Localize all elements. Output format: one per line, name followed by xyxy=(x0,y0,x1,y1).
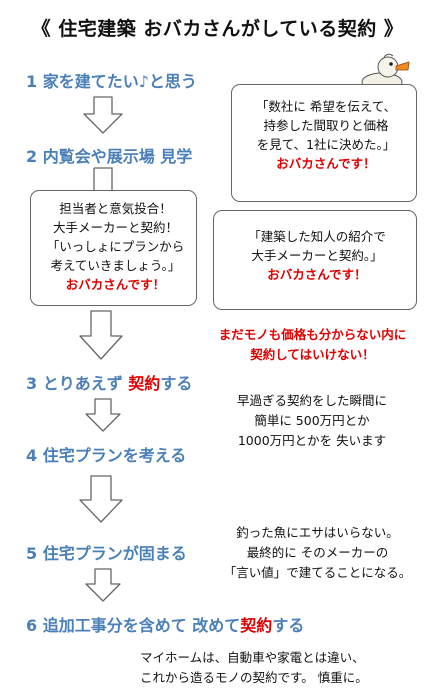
step-5-label: 住宅プランが固まる xyxy=(42,544,187,563)
quote-box-showroom: 担当者と意気投合！ 大手メーカーと契約！ 「いっしょにプランから 考えていきまし… xyxy=(30,190,197,306)
quote-box-research-tag: おバカさんです！ xyxy=(276,156,376,171)
down-arrow-5 xyxy=(79,475,123,523)
step-4-number: 4 xyxy=(26,446,38,465)
down-arrow-1 xyxy=(83,96,123,134)
quote-box-referral: 「建築した知人の紹介で 大手メーカーと契約。」 おバカさんです！ xyxy=(213,210,417,310)
quote-box-showroom-line-1: 担当者と意気投合！ xyxy=(59,201,172,216)
step-3-number: 3 xyxy=(26,374,38,393)
down-arrow-6 xyxy=(85,568,121,602)
quote-box-showroom-line-4: 考えていきましょう。」 xyxy=(50,258,181,273)
note-final-price-line-3: 「言い値」で建てることになる。 xyxy=(223,565,412,580)
step-1: 1 家を建てたい♪と思う xyxy=(26,68,197,92)
note-early-contract-line-2: 簡単に 500万円とか xyxy=(254,413,370,428)
page-title: 《 住宅建築 おバカさんがしている契約 》 xyxy=(31,18,404,40)
down-arrow-3 xyxy=(79,310,123,360)
note-final-price-line-2: 最終的に そのメーカーの xyxy=(246,545,389,560)
warning-text: まだモノも価格も分からない内に 契約してはいけない！ xyxy=(200,325,425,365)
warning-line-1: まだモノも価格も分からない内に xyxy=(218,327,407,342)
note-early-contract-line-3: 1000万円とかを 失います xyxy=(237,433,387,448)
step-3-label-b: する xyxy=(160,374,193,393)
footer-note: マイホームは、自動車や家電とは違い、 これから造るモノの契約です。 慎重に。 xyxy=(140,648,425,688)
step-3: 3 とりあえず 契約する xyxy=(26,370,192,394)
step-2-label: 内覧会や展示場 見学 xyxy=(42,147,193,166)
step-6-label-a: 追加工事分を含めて 改めて xyxy=(42,616,241,635)
step-4-label: 住宅プランを考える xyxy=(42,446,187,465)
quote-box-research-line-1: 「数社に 希望を伝えて、 xyxy=(255,99,397,114)
note-early-contract-line-1: 早過ぎる契約をした瞬間に xyxy=(236,393,387,408)
quote-box-research-line-2: 持参した間取りと価格 xyxy=(263,118,389,133)
warning-line-2: 契約してはいけない！ xyxy=(250,347,375,362)
step-2: 2 内覧会や展示場 見学 xyxy=(26,143,192,167)
quote-box-referral-line-1: 「建築した知人の紹介で xyxy=(248,229,386,244)
step-6-label-b: する xyxy=(272,616,305,635)
step-1-label: 家を建てたい♪と思う xyxy=(42,72,197,91)
down-arrow-4 xyxy=(85,398,121,432)
quote-box-showroom-line-2: 大手メーカーと契約！ xyxy=(52,220,178,235)
footer-line-1: マイホームは、自動車や家電とは違い、 xyxy=(140,650,365,665)
step-5: 5 住宅プランが固まる xyxy=(26,540,187,564)
step-3-contract-word: 契約 xyxy=(128,374,161,393)
quote-box-research-line-3: を見て、1社に決めた。」 xyxy=(256,137,396,152)
step-5-number: 5 xyxy=(26,544,38,563)
step-6-number: 6 xyxy=(26,616,38,635)
down-arrow-2 xyxy=(93,167,113,190)
step-6-contract-word: 契約 xyxy=(240,616,273,635)
quote-box-referral-tag: おバカさんです！ xyxy=(267,267,367,282)
step-1-number: 1 xyxy=(26,72,38,91)
quote-box-research: 「数社に 希望を伝えて、 持参した間取りと価格 を見て、1社に決めた。」 おバカ… xyxy=(231,84,417,202)
step-6: 6 追加工事分を含めて 改めて契約する xyxy=(26,612,304,636)
step-2-number: 2 xyxy=(26,147,38,166)
note-final-price: 釣った魚にエサはいらない。 最終的に そのメーカーの 「言い値」で建てることにな… xyxy=(210,523,425,583)
step-4: 4 住宅プランを考える xyxy=(26,442,186,466)
note-final-price-line-1: 釣った魚にエサはいらない。 xyxy=(236,525,399,540)
quote-box-referral-line-2: 大手メーカーと契約。」 xyxy=(251,248,383,263)
footer-line-2: これから造るモノの契約です。 慎重に。 xyxy=(140,670,368,685)
step-3-label-a: とりあえず xyxy=(42,374,129,393)
note-early-contract: 早過ぎる契約をした瞬間に 簡単に 500万円とか 1000万円とかを 失います xyxy=(222,391,402,451)
quote-box-showroom-line-3: 「いっしょにプランから xyxy=(46,239,185,254)
quote-box-showroom-tag: おバカさんです！ xyxy=(65,277,166,292)
